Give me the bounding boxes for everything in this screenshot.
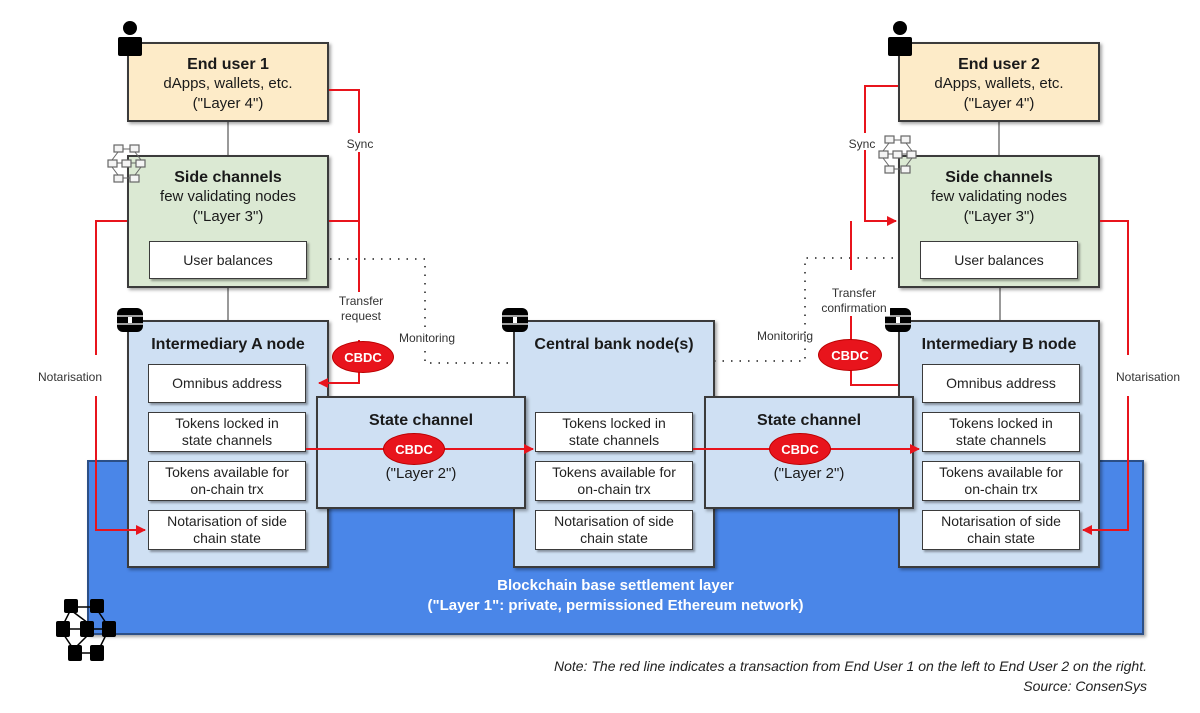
intermediary-b-notarisation: Notarisation of side chain state <box>922 510 1080 550</box>
state-channel-left-layer: ("Layer 2") <box>385 465 457 482</box>
intermediary-a-omnibus: Omnibus address <box>148 364 306 403</box>
user-balances-right: User balances <box>920 241 1078 279</box>
end-user-1-title: End user 1 <box>187 56 269 73</box>
sync-label-right: Sync <box>848 137 876 151</box>
monitoring-label-right: Monitoring <box>756 329 814 343</box>
server-icon <box>117 308 143 332</box>
intermediary-a-tokens-available: Tokens available for on-chain trx <box>148 461 306 501</box>
base-layer-title: Blockchain base settlement layer <box>497 577 734 594</box>
base-layer-subtitle: ("Layer 1": private, permissioned Ethere… <box>427 597 804 614</box>
state-channel-left: State channel ("Layer 2") <box>316 396 526 509</box>
side-channels-right-desc: few validating nodes <box>931 188 1067 205</box>
server-icon <box>502 308 528 332</box>
blockchain-network-icon <box>56 599 116 661</box>
sync-label-left: Sync <box>343 137 377 152</box>
end-user-2-title: End user 2 <box>958 56 1040 73</box>
network-nodes-icon <box>878 135 917 174</box>
state-channel-right-layer: ("Layer 2") <box>773 465 845 482</box>
cbdc-token-state-channel-right: CBDC <box>769 433 831 465</box>
central-bank-notarisation: Notarisation of side chain state <box>535 510 693 550</box>
footnote: Note: The red line indicates a transacti… <box>300 656 1147 696</box>
side-channels-right-layer: ("Layer 3") <box>963 208 1035 225</box>
end-user-2-desc: dApps, wallets, etc. <box>934 75 1064 92</box>
cbdc-token-transfer-confirmation: CBDC <box>818 339 882 371</box>
person-icon <box>118 21 142 56</box>
cbdc-token-state-channel-left: CBDC <box>383 433 445 465</box>
intermediary-a-title: Intermediary A node <box>151 336 305 353</box>
sync-line-right <box>864 85 898 133</box>
notarisation-label-right: Notarisation <box>1115 370 1181 384</box>
end-user-1-layer: ("Layer 4") <box>192 95 264 112</box>
central-bank-tokens-locked: Tokens locked in state channels <box>535 412 693 452</box>
intermediary-a-tokens-locked: Tokens locked in state channels <box>148 412 306 452</box>
end-user-2-layer: ("Layer 4") <box>963 95 1035 112</box>
footnote-note: Note: The red line indicates a transacti… <box>554 658 1147 674</box>
person-icon <box>888 21 912 56</box>
notarisation-line-right <box>1100 220 1129 355</box>
intermediary-a-notarisation: Notarisation of side chain state <box>148 510 306 550</box>
cbdc-token-transfer-request: CBDC <box>332 341 394 373</box>
footnote-source: Source: ConsenSys <box>1023 678 1147 694</box>
state-channel-left-title: State channel <box>368 412 474 429</box>
transfer-confirmation-label: Transfer confirmation <box>818 286 890 316</box>
side-channels-left-desc: few validating nodes <box>160 188 296 205</box>
end-user-1-box: End user 1 dApps, wallets, etc. ("Layer … <box>127 42 329 122</box>
network-nodes-icon <box>107 144 146 183</box>
monitoring-label-left: Monitoring <box>392 331 462 346</box>
intermediary-b-title: Intermediary B node <box>921 336 1077 353</box>
user-balances-left: User balances <box>149 241 307 279</box>
state-channel-right-title: State channel <box>756 412 862 429</box>
intermediary-b-tokens-locked: Tokens locked in state channels <box>922 412 1080 452</box>
central-bank-tokens-available: Tokens available for on-chain trx <box>535 461 693 501</box>
side-channels-right-title: Side channels <box>945 169 1053 186</box>
sync-line-left <box>329 89 360 133</box>
base-layer-text: Blockchain base settlement layer ("Layer… <box>87 576 1144 616</box>
side-channels-left-title: Side channels <box>174 169 282 186</box>
end-user-1-desc: dApps, wallets, etc. <box>163 75 293 92</box>
side-channels-left-layer: ("Layer 3") <box>192 208 264 225</box>
transfer-request-label: Transfer request <box>336 294 386 324</box>
notarisation-label-left: Notarisation <box>37 370 103 384</box>
intermediary-b-tokens-available: Tokens available for on-chain trx <box>922 461 1080 501</box>
end-user-2-box: End user 2 dApps, wallets, etc. ("Layer … <box>898 42 1100 122</box>
notarisation-line-left <box>95 220 127 355</box>
intermediary-b-omnibus: Omnibus address <box>922 364 1080 403</box>
central-bank-title: Central bank node(s) <box>534 336 694 353</box>
